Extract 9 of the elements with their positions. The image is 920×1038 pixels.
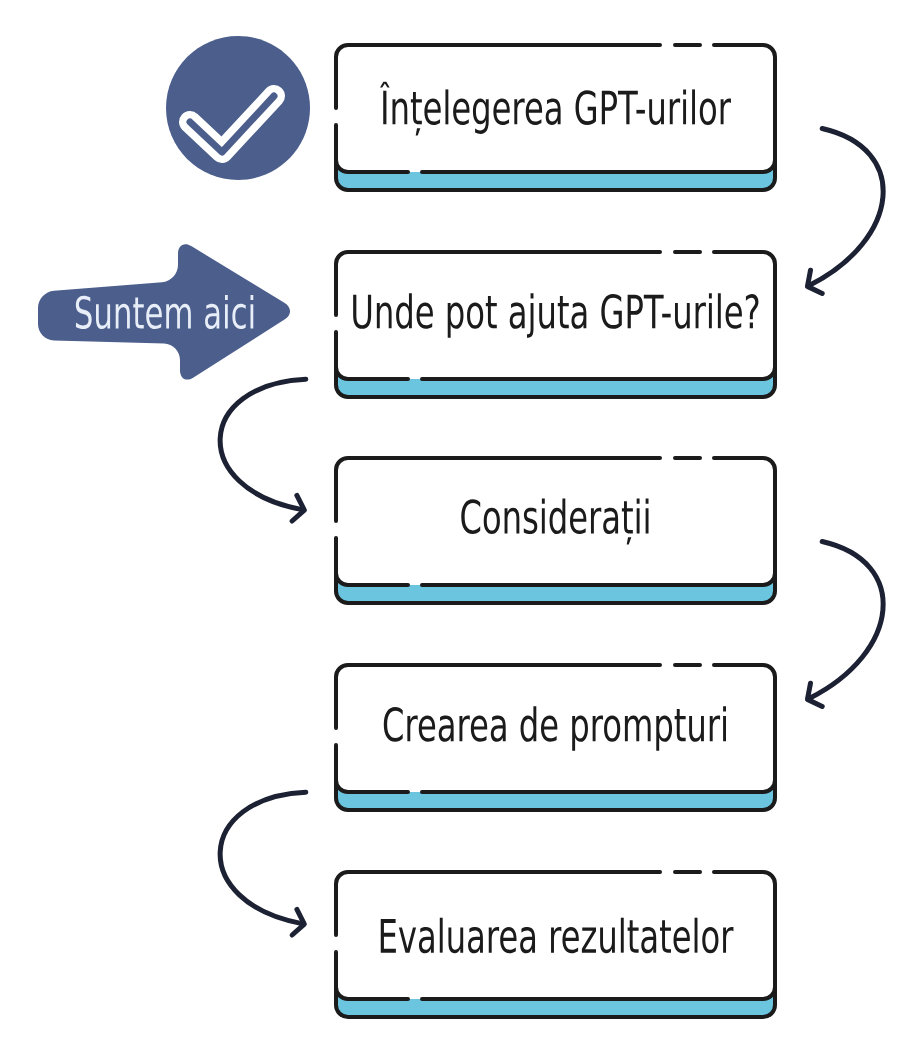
curved-arrow bbox=[217, 376, 309, 524]
step-box: Unde pot ajuta GPT-urile? bbox=[334, 250, 777, 399]
step-box: Evaluarea rezultatelor bbox=[334, 870, 777, 1019]
step-box: Considerații bbox=[334, 456, 777, 605]
curved-arrow bbox=[804, 539, 886, 709]
curved-arrow bbox=[217, 789, 309, 938]
step-box: Crearea de prompturi bbox=[334, 663, 777, 812]
step-box: Înțelegerea GPT-urilor bbox=[334, 43, 777, 192]
curved-arrow bbox=[804, 126, 886, 296]
